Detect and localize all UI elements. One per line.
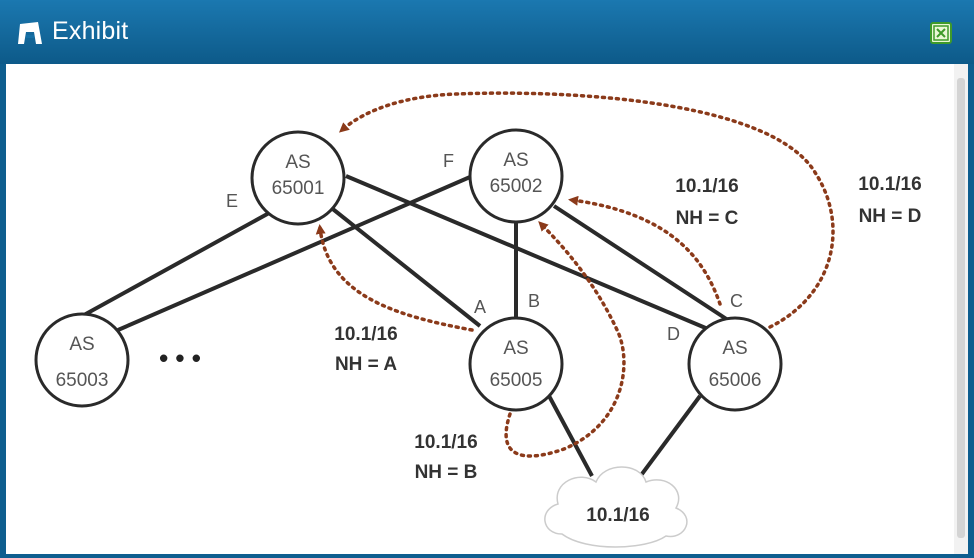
- more-nodes-ellipsis: • • •: [159, 343, 201, 373]
- annotation-nh-b: 10.1/16 NH = B: [414, 432, 477, 483]
- exhibit-content: AS 65001 AS 65002 AS 65003 AS 65005 AS: [6, 64, 968, 554]
- svg-text:AS: AS: [285, 152, 310, 173]
- prefix-cloud: 10.1/16: [544, 466, 688, 548]
- title-bar: Exhibit: [0, 0, 974, 64]
- svg-text:AS: AS: [722, 338, 747, 359]
- advert-arrow-b: [504, 221, 626, 458]
- node-as65006: AS 65006: [687, 316, 783, 412]
- port-label-e: E: [226, 191, 238, 211]
- svg-text:NH = A: NH = A: [335, 354, 397, 375]
- svg-text:NH = D: NH = D: [859, 206, 922, 227]
- link-65002-65006: [552, 204, 733, 324]
- cloud-label: 10.1/16: [586, 505, 649, 526]
- node-as65005: AS 65005: [468, 316, 564, 412]
- advert-arrow-c: [568, 195, 722, 306]
- window-title: Exhibit: [52, 17, 129, 45]
- node-as65001: AS 65001: [250, 130, 346, 226]
- port-label-c: C: [730, 291, 743, 311]
- port-label-d: D: [667, 324, 680, 344]
- node-as65002: AS 65002: [468, 128, 564, 224]
- scrollbar-thumb[interactable]: [957, 78, 965, 538]
- annotation-nh-a: 10.1/16 NH = A: [334, 324, 397, 375]
- link-65001-65003: [83, 205, 281, 317]
- svg-text:AS: AS: [69, 334, 94, 355]
- bgp-topology-diagram: AS 65001 AS 65002 AS 65003 AS 65005 AS: [34, 91, 922, 548]
- close-icon: [933, 25, 949, 41]
- advert-arrow-d: [338, 91, 835, 329]
- svg-text:65006: 65006: [709, 370, 762, 391]
- svg-text:65005: 65005: [490, 370, 543, 391]
- link-65001-65005: [327, 204, 482, 328]
- exhibit-icon: [18, 22, 42, 44]
- svg-text:10.1/16: 10.1/16: [334, 324, 397, 345]
- close-button[interactable]: [930, 22, 952, 44]
- svg-text:65002: 65002: [490, 176, 543, 197]
- port-label-b: B: [528, 291, 540, 311]
- svg-text:10.1/16: 10.1/16: [414, 432, 477, 453]
- svg-text:NH = C: NH = C: [676, 208, 739, 229]
- svg-text:NH = B: NH = B: [415, 462, 478, 483]
- svg-text:10.1/16: 10.1/16: [858, 174, 921, 195]
- link-65005-cloud: [546, 393, 594, 477]
- port-label-a: A: [474, 297, 486, 317]
- svg-text:65001: 65001: [272, 178, 325, 199]
- advert-arrow-a: [315, 224, 474, 332]
- svg-text:10.1/16: 10.1/16: [675, 176, 738, 197]
- annotation-nh-c: 10.1/16 NH = C: [675, 176, 738, 229]
- annotation-nh-d: 10.1/16 NH = D: [858, 174, 921, 227]
- svg-text:AS: AS: [503, 150, 528, 171]
- svg-text:AS: AS: [503, 338, 528, 359]
- link-65001-65006: [345, 174, 709, 331]
- port-label-f: F: [443, 151, 454, 171]
- vertical-scrollbar[interactable]: [954, 64, 968, 554]
- node-as65003: AS 65003: [34, 312, 130, 408]
- svg-text:65003: 65003: [56, 370, 109, 391]
- link-65006-cloud: [634, 394, 702, 484]
